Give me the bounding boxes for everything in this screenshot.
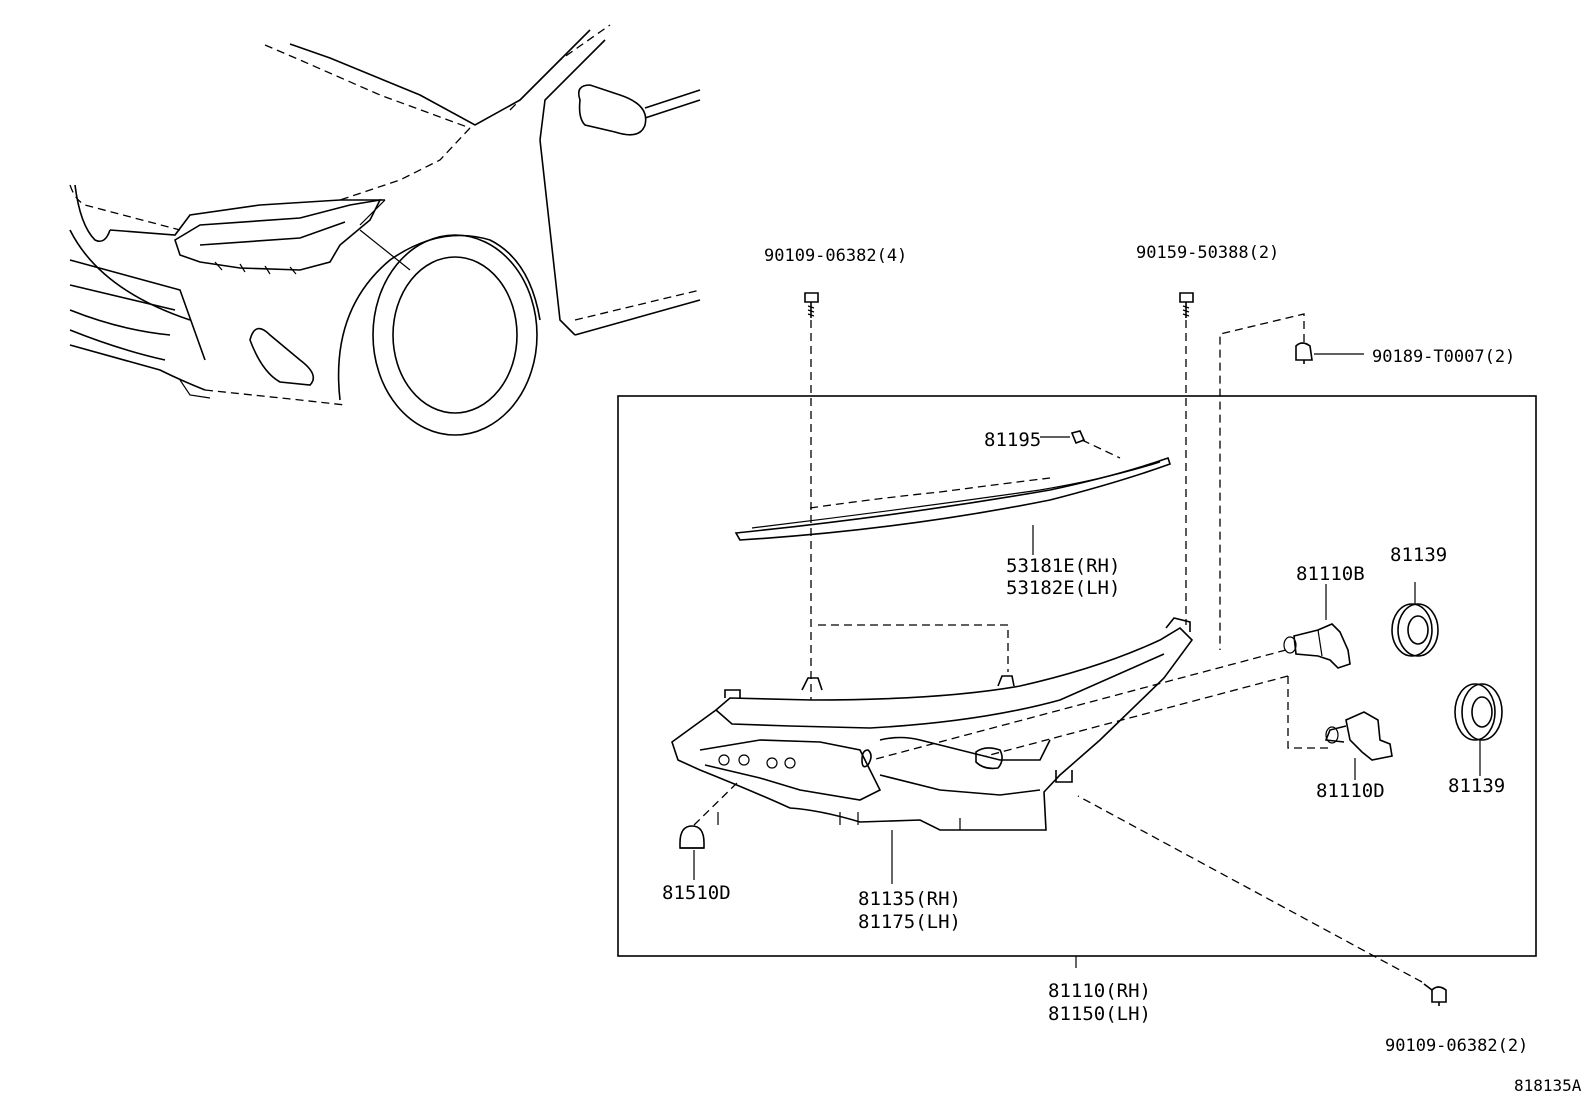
label-81195: 81195 (984, 429, 1041, 451)
diagram-id: 818135A (1514, 1076, 1582, 1095)
bolt-90109-top-icon (804, 292, 819, 318)
label-90109-06382-4: 90109-06382(4) (764, 246, 907, 266)
label-53182e-lh: 53182E(LH) (1006, 577, 1120, 599)
label-90189-t0007-2: 90189-T0007(2) (1372, 347, 1515, 367)
cap-81139-top-icon (1391, 603, 1439, 657)
socket-81510d-icon (679, 825, 705, 849)
label-81150-lh: 81150(LH) (1048, 1003, 1151, 1025)
label-81139-bottom: 81139 (1448, 775, 1505, 797)
cap-81139-bottom-icon (1454, 683, 1503, 741)
label-81110b: 81110B (1296, 563, 1365, 585)
screw-90159-icon (1179, 292, 1194, 318)
label-81110d: 81110D (1316, 780, 1385, 802)
label-81510d: 81510D (662, 882, 731, 904)
label-81110-rh: 81110(RH) (1048, 980, 1151, 1002)
car-overview-illustration (69, 24, 701, 436)
bulb-81110b-icon (1283, 623, 1351, 669)
label-81135-rh: 81135(RH) (858, 888, 961, 910)
headlamp-housing (671, 617, 1194, 831)
label-81139-top: 81139 (1390, 544, 1447, 566)
label-81175-lh: 81175(LH) (858, 911, 961, 933)
bulb-81110d-icon (1324, 711, 1393, 761)
clip-90189-icon (1295, 342, 1313, 364)
label-90159-50388-2: 90159-50388(2) (1136, 243, 1279, 263)
headlamp-garnish (734, 456, 1172, 541)
screw-81195-icon (1070, 430, 1086, 445)
bolt-90109-bottom-icon (1423, 983, 1447, 1006)
assembly-boundary-box (617, 395, 1537, 957)
label-90109-06382-2: 90109-06382(2) (1385, 1036, 1528, 1056)
label-53181e-rh: 53181E(RH) (1006, 555, 1120, 577)
